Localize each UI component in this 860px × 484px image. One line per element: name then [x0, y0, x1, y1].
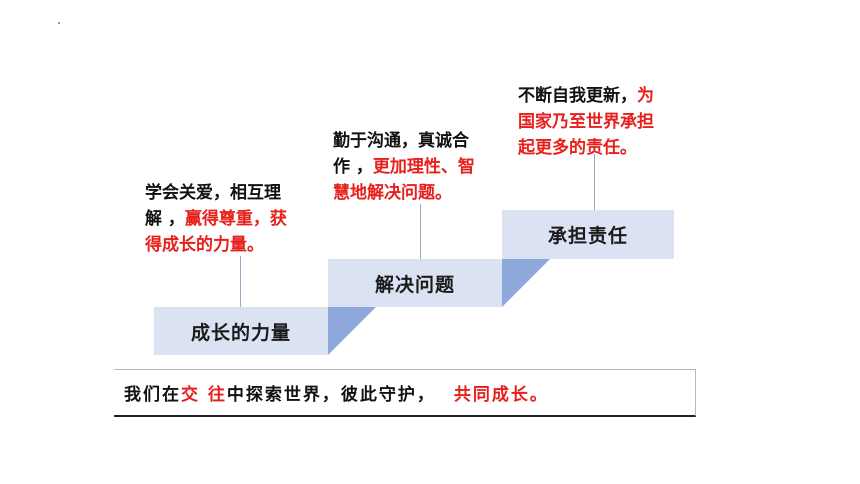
note-solve-line2: 作 ，更加理性、智	[333, 154, 503, 180]
note-responsibility-line2: 国家乃至世界承担	[518, 112, 654, 132]
note-growth-line2: 解 ，赢得尊重，获	[145, 206, 315, 232]
note-responsibility-line3: 起更多的责任。	[518, 138, 637, 158]
note-growth-line1: 学会关爱，相互理	[145, 183, 281, 203]
connector-line-1	[240, 256, 241, 307]
step-solve-problems: 解决问题	[328, 259, 502, 307]
note-solve-line3: 慧地解决问题。	[333, 183, 452, 203]
stair-riser-1	[328, 307, 376, 355]
decorative-dot	[58, 22, 60, 24]
note-solve: 勤于沟通，真诚合 作 ，更加理性、智 慧地解决问题。	[333, 128, 503, 206]
note-growth-line2a: 解 ，	[145, 209, 185, 229]
note-solve-line2b: 更加理性、智	[372, 157, 475, 177]
step-growth-power: 成长的力量	[154, 307, 328, 355]
connector-line-2	[420, 204, 421, 259]
note-growth: 学会关爱，相互理 解 ，赢得尊重，获 得成长的力量。	[145, 180, 315, 258]
step-take-responsibility-label: 承担责任	[547, 225, 628, 247]
note-responsibility: 不断自我更新，为 国家乃至世界承担 起更多的责任。	[518, 83, 688, 161]
summary-part4: 共同成长。	[453, 385, 549, 405]
stair-riser-2	[502, 259, 550, 307]
summary-part2: 交 往	[181, 385, 227, 405]
connector-line-3	[594, 154, 595, 210]
summary-part1: 我们在	[124, 385, 181, 405]
summary-bar: 我们在 交 往 中探索世界，彼此守护， 共同成长。	[114, 369, 696, 417]
note-responsibility-line1a: 不断自我更新，	[518, 86, 637, 106]
note-responsibility-line1b: 为	[637, 86, 654, 106]
note-growth-line2b: 赢得尊重，获	[184, 209, 287, 229]
note-solve-line1: 勤于沟通，真诚合	[333, 131, 469, 151]
summary-part3: 中探索世界，彼此守护，	[226, 385, 436, 405]
step-growth-power-label: 成长的力量	[190, 321, 291, 344]
note-growth-line3: 得成长的力量。	[145, 235, 264, 255]
step-solve-problems-label: 解决问题	[374, 273, 455, 296]
note-responsibility-line1: 不断自我更新，为	[518, 83, 688, 109]
step-take-responsibility: 承担责任	[502, 210, 674, 259]
note-solve-line2a: 作 ，	[333, 157, 373, 177]
